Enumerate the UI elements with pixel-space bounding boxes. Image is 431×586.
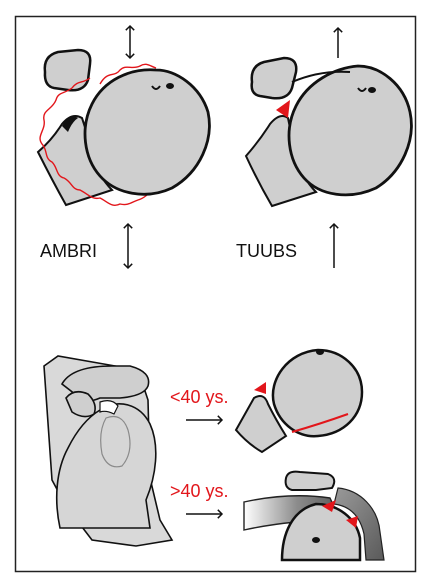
over-40-label: >40 ys. <box>170 481 229 501</box>
older-acromion <box>286 472 335 490</box>
ambri-acromion <box>45 50 90 90</box>
glenoid-rim <box>100 401 118 414</box>
tuubs-acromion <box>252 58 297 98</box>
tuubs-label: TUUBS <box>236 241 297 261</box>
ambri-notch-dot <box>166 83 174 89</box>
tuubs-notch-dot <box>368 87 376 93</box>
older-notch-dot <box>312 537 320 543</box>
under-40-label: <40 ys. <box>170 387 229 407</box>
ambri-label: AMBRI <box>40 241 97 261</box>
young-notch-dot <box>316 349 324 355</box>
